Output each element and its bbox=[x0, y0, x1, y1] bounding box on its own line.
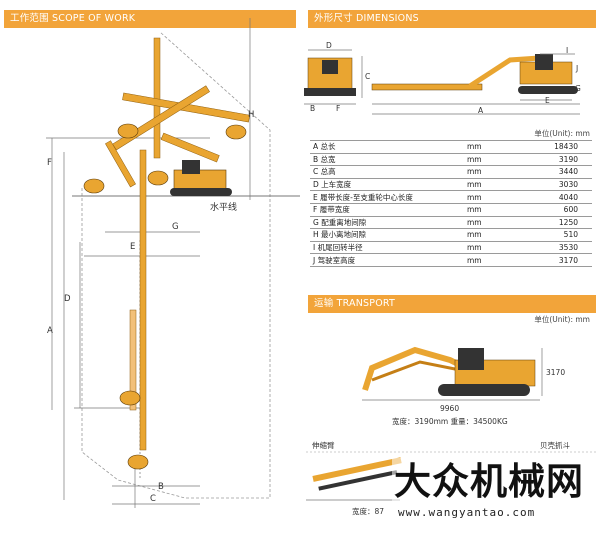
dims-label-j: J bbox=[576, 64, 579, 73]
transport-height: 3170 bbox=[546, 368, 566, 377]
dims-label-f: F bbox=[336, 104, 341, 113]
dims-label-g: G bbox=[575, 84, 581, 93]
dim-label-e: E bbox=[130, 242, 136, 252]
telescopic-arm-bottom bbox=[306, 451, 596, 501]
watermark-url: www.wangyantao.com bbox=[398, 506, 536, 519]
transport-machine bbox=[362, 346, 543, 401]
telescopic-arm-label: 伸缩臂 bbox=[312, 441, 335, 450]
watermark-backdrop bbox=[392, 458, 592, 528]
dim-label-d: D bbox=[64, 294, 71, 304]
dims-label-c: C bbox=[365, 72, 371, 81]
dims-label-e: E bbox=[545, 96, 550, 105]
transport-caption: 宽度：3190mm 重量：34500KG bbox=[392, 417, 508, 426]
dim-label-f: F bbox=[47, 158, 52, 168]
dimensions-unit: 单位(Unit): mm bbox=[534, 129, 590, 138]
watermark-text: 大众机械网 bbox=[394, 460, 584, 503]
dim-label-c: C bbox=[150, 494, 156, 504]
transport-header: 运输 TRANSPORT bbox=[308, 295, 596, 313]
transport-unit: 单位(Unit): mm bbox=[534, 315, 590, 324]
dimensions-machine-front bbox=[304, 49, 363, 105]
dims-label-i: I bbox=[566, 46, 569, 55]
horizontal-line-label: 水平线 bbox=[210, 203, 238, 213]
dimension-lines bbox=[46, 18, 300, 508]
dim-label-g: G bbox=[172, 222, 179, 232]
dims-label-d: D bbox=[326, 41, 332, 50]
dimensions-machine-side bbox=[371, 53, 580, 115]
transport-length: 9960 bbox=[440, 404, 460, 413]
clamshell-bucket-label: 贝壳抓斗 bbox=[540, 441, 570, 450]
arm-poses bbox=[105, 37, 251, 451]
dims-label-b: B bbox=[310, 104, 316, 113]
grab-buckets bbox=[83, 123, 247, 470]
excavator-body bbox=[170, 160, 232, 196]
scope-of-work-header: 工作范围 SCOPE OF WORK bbox=[4, 10, 296, 28]
dimensions-header: 外形尺寸 DIMENSIONS bbox=[308, 10, 596, 28]
dim-label-a: A bbox=[47, 326, 53, 336]
dims-label-a: A bbox=[478, 106, 484, 115]
dim-label-b: B bbox=[158, 482, 164, 492]
dim-label-h: H bbox=[248, 110, 255, 120]
work-envelope bbox=[81, 31, 271, 499]
bottom-caption: 宽度：87 bbox=[352, 507, 385, 516]
